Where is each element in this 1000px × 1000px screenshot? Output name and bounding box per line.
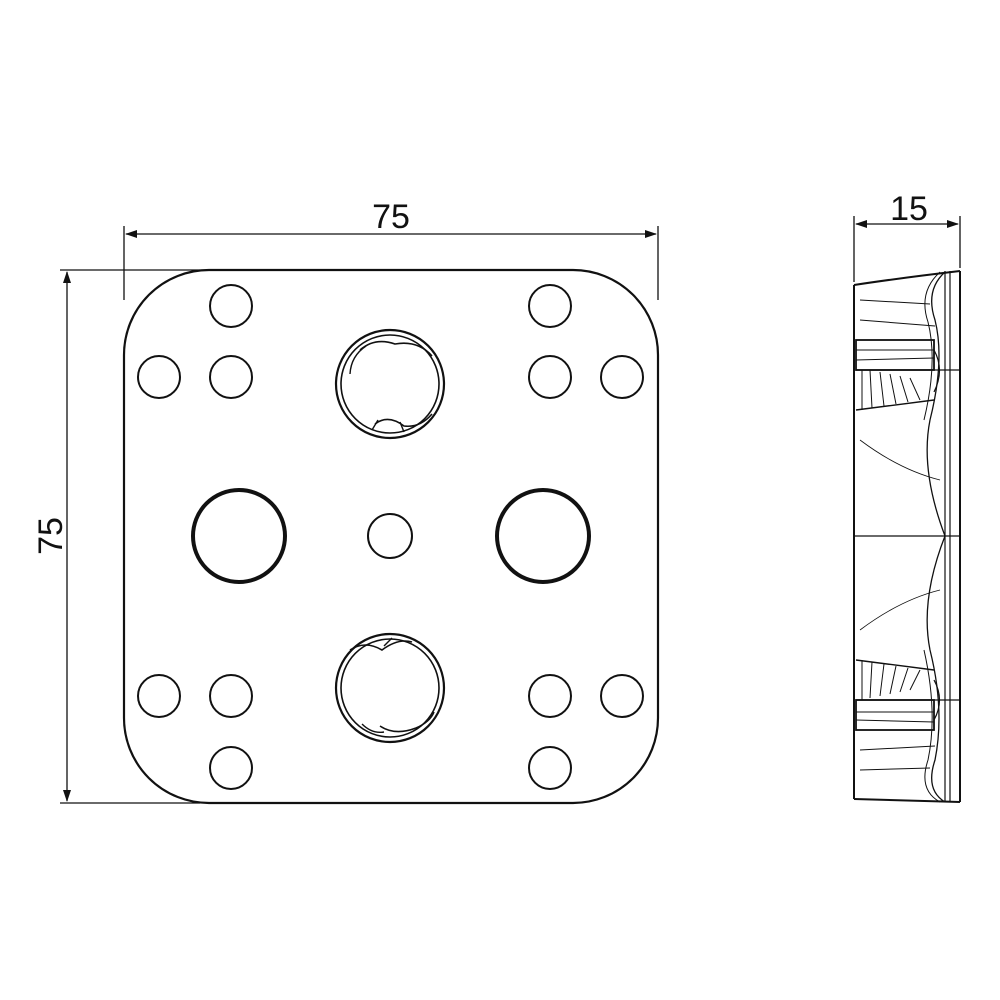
screw-hole [137,674,181,718]
screw-hole [528,284,572,328]
screw-holes [137,284,644,790]
depth-dimension [853,216,961,282]
screw-hole [209,674,253,718]
height-dimension-label: 75 [32,517,70,555]
height-dimension [60,269,200,804]
side-top-clip [855,299,960,411]
side-bottom-clip [855,659,960,771]
depth-dimension-label: 15 [890,190,928,228]
screw-hole [600,674,644,718]
center-hole [367,513,413,559]
bottom-clip-socket [334,632,446,744]
large-hole-right [495,488,591,584]
width-dimension-label: 75 [372,198,410,236]
screw-hole [528,746,572,790]
screw-hole [528,355,572,399]
screw-hole [600,355,644,399]
screw-hole [137,355,181,399]
width-dimension [123,226,659,300]
screw-hole [209,355,253,399]
screw-hole [209,284,253,328]
top-clip-socket [334,328,446,440]
plate-outline [122,268,660,805]
screw-hole [209,746,253,790]
screw-hole [528,674,572,718]
front-view [122,268,660,805]
side-view [853,270,961,803]
large-hole-left [191,488,287,584]
